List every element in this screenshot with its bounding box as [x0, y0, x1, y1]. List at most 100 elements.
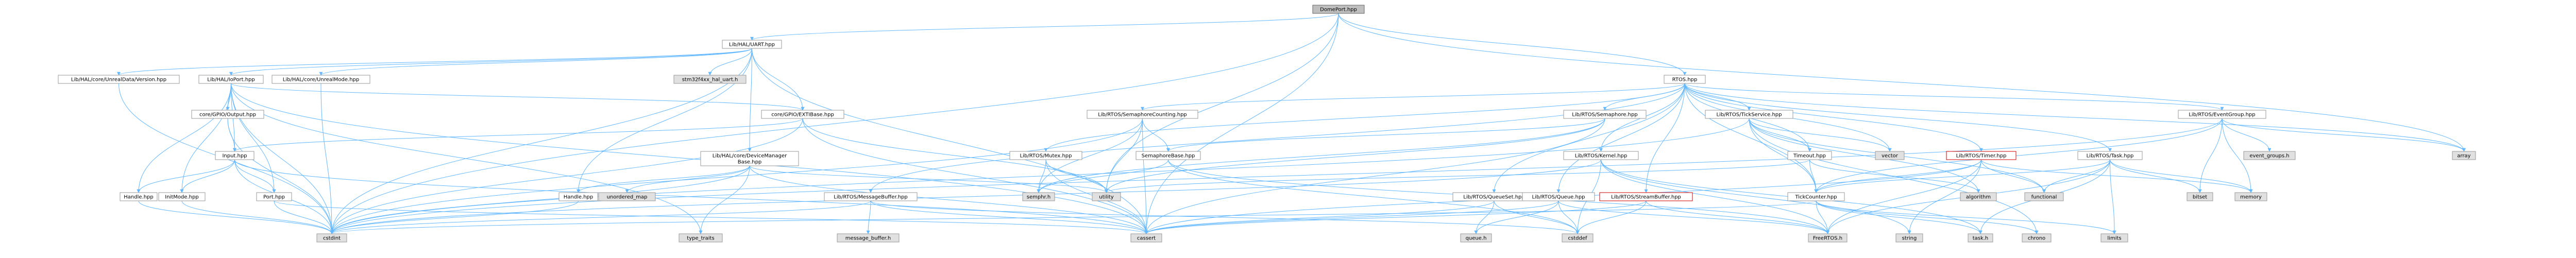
node-label: Lib/RTOS/SemaphoreCounting.hpp — [1098, 112, 1187, 118]
node-ioport[interactable]: Lib/HAL/IoPort.hpp — [198, 75, 264, 84]
node-array[interactable]: array — [2452, 151, 2476, 160]
node-mutex[interactable]: Lib/RTOS/Mutex.hpp — [1009, 151, 1082, 160]
edge-exti-to-input — [233, 118, 803, 152]
node-streambuffer[interactable]: Lib/RTOS/StreamBuffer.hpp — [1599, 192, 1693, 201]
node-label: SemaphoreBase.hpp — [1142, 153, 1195, 159]
node-unordered[interactable]: unordered_map — [598, 192, 656, 201]
node-taskh[interactable]: task.h — [1968, 233, 1993, 243]
node-queueh[interactable]: queue.h — [1460, 233, 1492, 243]
node-input[interactable]: Input.hpp — [215, 151, 255, 160]
edge-rtos-to-queueset — [1492, 83, 1685, 193]
node-eventgroupsh[interactable]: event_groups.h — [2243, 151, 2296, 160]
node-memory[interactable]: memory — [2234, 192, 2267, 201]
node-task[interactable]: Lib/RTOS/Task.hpp — [2077, 151, 2143, 160]
node-kernel[interactable]: Lib/RTOS/Kernel.hpp — [1563, 151, 1639, 160]
node-msgbuffer[interactable]: Lib/RTOS/MessageBuffer.hpp — [824, 192, 918, 201]
node-handle2[interactable]: Handle.hpp — [120, 192, 158, 201]
node-timeout[interactable]: Timeout.hpp — [1787, 151, 1832, 160]
node-label: queue.h — [1466, 236, 1487, 242]
edge-queueset-to-cstddef — [1494, 200, 1580, 234]
node-label: Port.hpp — [263, 195, 285, 200]
edge-rtos-to-timer — [1684, 83, 1983, 152]
edge-timer-to-string — [1907, 159, 1981, 234]
node-box — [2187, 192, 2213, 201]
edge-tickservice-to-vector — [1749, 118, 1892, 152]
node-algorithm[interactable]: algorithm — [1960, 192, 1997, 201]
node-semphr[interactable]: semphr.h — [1022, 192, 1055, 201]
node-box — [316, 233, 347, 243]
node-sembase[interactable]: SemaphoreBase.hpp — [1136, 151, 1201, 160]
node-label: event_groups.h — [2249, 153, 2289, 159]
node-handle[interactable]: Handle.hpp — [558, 192, 598, 201]
node-rtos[interactable]: RTOS.hpp — [1664, 75, 1706, 84]
node-label: Lib/RTOS/MessageBuffer.hpp — [834, 195, 907, 200]
node-cstddef[interactable]: cstddef — [1562, 233, 1594, 243]
node-semaphore[interactable]: Lib/RTOS/Semaphore.hpp — [1563, 110, 1647, 119]
node-chrono[interactable]: chrono — [2022, 233, 2052, 243]
node-limits[interactable]: limits — [2100, 233, 2128, 243]
node-msgbufferh[interactable]: message_buffer.h — [837, 233, 900, 243]
node-vector[interactable]: vector — [1875, 151, 1905, 160]
node-box — [837, 233, 900, 243]
edge-handle-to-cstdint — [330, 200, 579, 234]
edge-tickcounter-to-cstdint — [330, 200, 1817, 234]
edge-port-to-cassert — [274, 200, 1148, 234]
edge-task-to-limits — [2110, 159, 2116, 234]
node-box — [1092, 192, 1121, 201]
node-bitset[interactable]: bitset — [2187, 192, 2213, 201]
node-box — [1968, 233, 1993, 243]
node-box — [120, 192, 158, 201]
node-gpiooutput[interactable]: core/GPIO/Output.hpp — [191, 110, 264, 119]
node-label: Lib/RTOS/TickService.hpp — [1716, 112, 1782, 118]
node-unrealmode[interactable]: Lib/HAL/core/UnrealMode.hpp — [272, 75, 370, 84]
node-label: message_buffer.h — [845, 236, 891, 242]
node-label: Lib/HAL/core/UnrealData/Version.hpp — [71, 77, 166, 83]
node-label: Input.hpp — [222, 153, 247, 159]
node-box — [1875, 151, 1905, 160]
node-box — [1563, 110, 1647, 119]
node-queue[interactable]: Lib/RTOS/Queue.hpp — [1522, 192, 1595, 201]
node-tickcounter[interactable]: TickCounter.hpp — [1787, 192, 1845, 201]
node-label: InitMode.hpp — [165, 195, 198, 200]
edge-ioport-to-typetraits — [231, 83, 703, 234]
edge-eventgroup-to-bitset — [2198, 118, 2223, 193]
node-cassert[interactable]: cassert — [1130, 233, 1162, 243]
node-box — [2100, 233, 2128, 243]
node-uart[interactable]: Lib/HAL/UART.hpp — [722, 40, 782, 49]
edge-semcount-to-cstdint — [330, 118, 1143, 234]
node-string[interactable]: string — [1895, 233, 1923, 243]
edge-handle2-to-cstdint — [138, 200, 334, 234]
node-tickservice[interactable]: Lib/RTOS/TickService.hpp — [1705, 110, 1793, 119]
edge-semaphore-to-sembase — [1166, 118, 1605, 152]
node-stmhal[interactable]: stm32f4xx_hal_uart.h — [673, 75, 747, 84]
node-functional[interactable]: functional — [2024, 192, 2064, 201]
edge-task-to-functional — [2042, 159, 2110, 193]
edge-task-to-tickcounter — [1814, 159, 2110, 193]
node-semcount[interactable]: Lib/RTOS/SemaphoreCounting.hpp — [1087, 110, 1198, 119]
edge-gpiooutput-to-cstdint — [227, 118, 334, 234]
node-box — [598, 192, 656, 201]
node-utility[interactable]: utility — [1092, 192, 1121, 201]
node-cstdint[interactable]: cstdint — [316, 233, 347, 243]
edge-domeport-to-uart — [750, 13, 1339, 41]
node-label: Lib/RTOS/Task.hpp — [2087, 153, 2134, 159]
node-uartwrite[interactable]: Lib/HAL/core/UnrealData/Version.hpp — [58, 75, 180, 84]
node-eventgroup[interactable]: Lib/RTOS/EventGroup.hpp — [2178, 110, 2266, 119]
node-initmode[interactable]: InitMode.hpp — [158, 192, 206, 201]
node-label: Lib/RTOS/EventGroup.hpp — [2189, 112, 2255, 118]
node-label: cstddef — [1568, 236, 1587, 242]
edge-eventgroup-to-array — [2222, 118, 2466, 152]
node-label: RTOS.hpp — [1672, 77, 1698, 83]
edge-timeout-to-algorithm — [1809, 159, 1980, 193]
node-domeport[interactable]: DomePort.hpp — [1312, 5, 1365, 14]
edge-rtos-to-msgbuffer — [869, 83, 1685, 193]
edge-tickcounter-to-freertos — [1816, 200, 1829, 234]
edge-input-to-initmode — [180, 159, 235, 193]
node-port[interactable]: Port.hpp — [256, 192, 292, 201]
edge-timer-to-freertos — [1826, 159, 1981, 234]
node-freertos[interactable]: FreeRTOS.h — [1808, 233, 1848, 243]
node-typetraits[interactable]: type_traits — [679, 233, 723, 243]
node-exti[interactable]: core/GPIO/EXTIBase.hpp — [761, 110, 844, 119]
node-timer[interactable]: Lib/RTOS/Timer.hpp — [1946, 151, 2016, 160]
